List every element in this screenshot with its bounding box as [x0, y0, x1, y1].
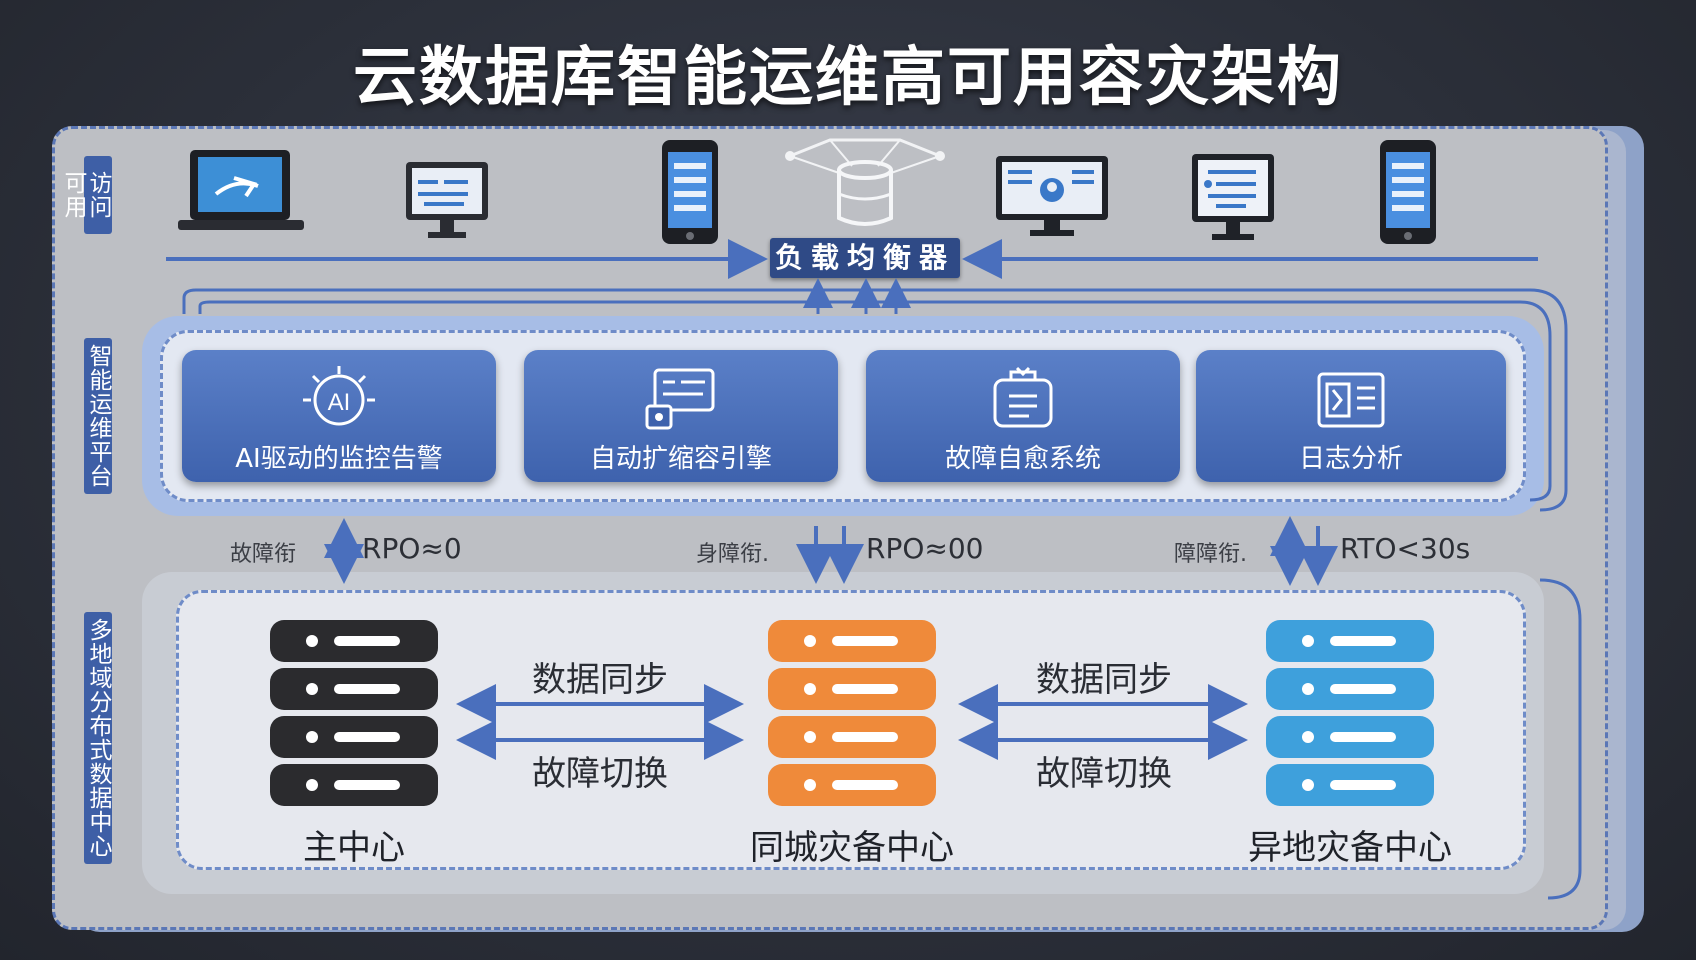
server-slot [832, 636, 898, 646]
server-led [804, 731, 816, 743]
remote-dr-server-stack-icon [1264, 616, 1436, 820]
metric-note: 身障衔. [696, 542, 769, 567]
server-slot [334, 732, 400, 742]
layer-label-ops: 智能运维平台 [84, 338, 112, 494]
ops-card-label: 自动扩缩容引擎 [589, 444, 772, 474]
server-slot [832, 732, 898, 742]
local-dr-server-stack-icon [766, 616, 938, 820]
page-title: 云数据库智能运维高可用容灾架构 [353, 41, 1343, 115]
laptop-icon [176, 148, 306, 242]
server-led [1302, 683, 1314, 695]
server-slot [832, 780, 898, 790]
load-balancer-box: 负载均衡器 [770, 238, 960, 278]
layer-label-access: 访问可用 [60, 156, 112, 234]
server-slot [832, 684, 898, 694]
server-led [804, 635, 816, 647]
log-analysis-icon [1311, 364, 1391, 440]
ops-card-label: 日志分析 [1298, 444, 1403, 474]
server-led [1302, 731, 1314, 743]
server-led [804, 779, 816, 791]
ai-brain-icon: AI [299, 364, 379, 440]
primary-center-label: 主中心 [303, 828, 405, 868]
scaling-dashboard-icon [641, 364, 721, 440]
monitor-user-icon [994, 154, 1110, 242]
server-led [306, 779, 318, 791]
server-slot [1330, 684, 1396, 694]
phone-icon [1378, 138, 1438, 250]
server-led [306, 635, 318, 647]
ops-card-label: AI驱动的监控告警 [235, 444, 443, 474]
server-slot [334, 684, 400, 694]
ops-card-ai-monitoring: AI AI驱动的监控告警 [182, 350, 496, 482]
phone-icon [660, 138, 720, 250]
self-heal-icon [983, 364, 1063, 440]
server-slot [1330, 780, 1396, 790]
ops-card-log-analysis: 日志分析 [1196, 350, 1506, 482]
server-slot [334, 636, 400, 646]
server-led [1302, 779, 1314, 791]
primary-server-stack-icon [268, 616, 440, 820]
failover-label-local-remote: 故障切换 [1036, 754, 1172, 794]
server-slot [1330, 636, 1396, 646]
metric-rpo-local: RPO≈00 [866, 532, 984, 565]
server-led [306, 683, 318, 695]
sync-label-local-remote: 数据同步 [1036, 660, 1172, 700]
local-dr-center-label: 同城灾备中心 [750, 828, 954, 868]
layer-label-data: 多地域分布式数据中心 [84, 612, 112, 864]
metric-rto-remote: RTO<30s [1340, 532, 1471, 565]
monitor-icon [404, 160, 490, 246]
remote-dr-center-label: 异地灾备中心 [1248, 828, 1452, 868]
server-led [1302, 635, 1314, 647]
ops-card-self-healing: 故障自愈系统 [866, 350, 1180, 482]
server-slot [334, 780, 400, 790]
server-led [804, 683, 816, 695]
metric-note: 障障衔. [1174, 542, 1247, 567]
svg-text:AI: AI [328, 389, 351, 416]
server-slot [1330, 732, 1396, 742]
metric-note: 故障衔 [230, 542, 297, 567]
metric-rpo-primary: RPO≈0 [362, 532, 462, 565]
failover-label-primary-local: 故障切换 [532, 754, 668, 794]
sync-label-primary-local: 数据同步 [532, 660, 668, 700]
database-hub-icon [780, 134, 950, 238]
server-led [306, 731, 318, 743]
ops-card-autoscaling: 自动扩缩容引擎 [524, 350, 838, 482]
monitor-list-icon [1190, 152, 1276, 248]
ops-card-label: 故障自愈系统 [944, 444, 1101, 474]
